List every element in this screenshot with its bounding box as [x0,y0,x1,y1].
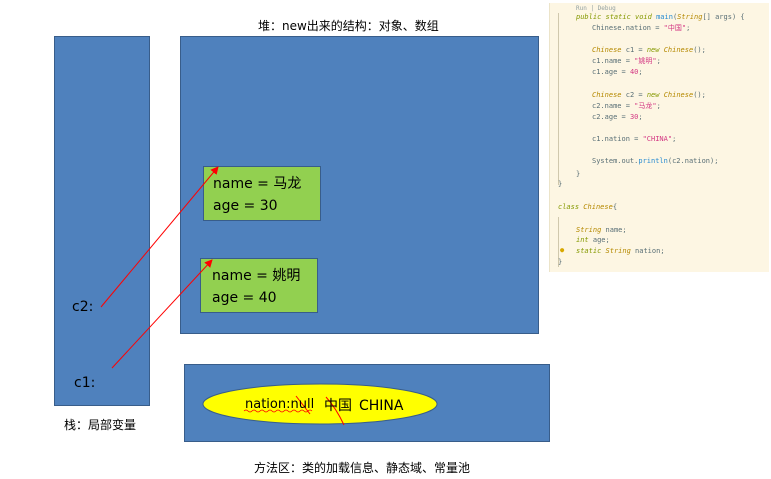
code-line-field-name: String name; [576,226,627,234]
run-debug-hint[interactable]: Run | Debug [576,5,616,12]
code-panel: Run | Debug public static void main(Stri… [549,3,769,272]
code-line-c2-name: c2.name = "马龙"; [592,102,661,110]
strike-nation-null [243,409,313,413]
arrow-c2-to-object [100,166,219,308]
strike-china-cn [325,396,345,426]
code-line-c1-nation: c1.nation = "CHINA"; [592,135,677,143]
code-line-close-class: } [558,180,563,188]
nation-china-en: CHINA [359,398,404,414]
heap-title: 堆：new出来的结构：对象、数组 [258,19,439,33]
code-line-class-decl: class Chinese{ [558,203,618,211]
nation-china-cn: 中国 [324,398,352,414]
stack-var-c1: c1: [74,375,96,391]
object-c1-age: age = 40 [212,290,277,306]
code-line-c1-name: c1.name = "姚明"; [592,57,661,65]
arrow-c1-to-object [111,259,213,369]
code-line-field-nation: static String nation; [576,247,665,255]
code-line-println: System.out.println(c2.nation); [592,157,719,165]
stack-var-c2: c2: [72,299,94,315]
code-line-nation: Chinese.nation = "中国"; [592,24,691,32]
object-c2-age: age = 30 [213,198,278,214]
strike-nation-null-cross [295,395,311,415]
static-nation-ellipse [202,383,438,425]
object-c2-name: name = 马龙 [213,176,302,192]
code-line-c1-new: Chinese c1 = new Chinese(); [592,46,706,54]
code-line-close-brace: } [558,258,563,266]
code-line-c2-new: Chinese c2 = new Chinese(); [592,91,706,99]
code-line-close-method: } [576,170,581,178]
method-area-caption: 方法区：类的加载信息、静态域、常量池 [254,461,471,475]
object-c1: name = 姚明 age = 40 [200,258,318,313]
code-line-field-age: int age; [576,236,610,244]
code-line-c1-age: c1.age = 40; [592,68,643,76]
stack-caption: 栈：局部变量 [64,418,137,432]
code-line-c2-age: c2.age = 30; [592,113,643,121]
lightbulb-icon[interactable]: ● [560,246,565,254]
code-line-main: public static void main(String[] args) { [576,13,745,21]
object-c2: name = 马龙 age = 30 [203,166,321,221]
nation-null-text: nation:null [245,397,315,412]
object-c1-name: name = 姚明 [212,268,301,284]
